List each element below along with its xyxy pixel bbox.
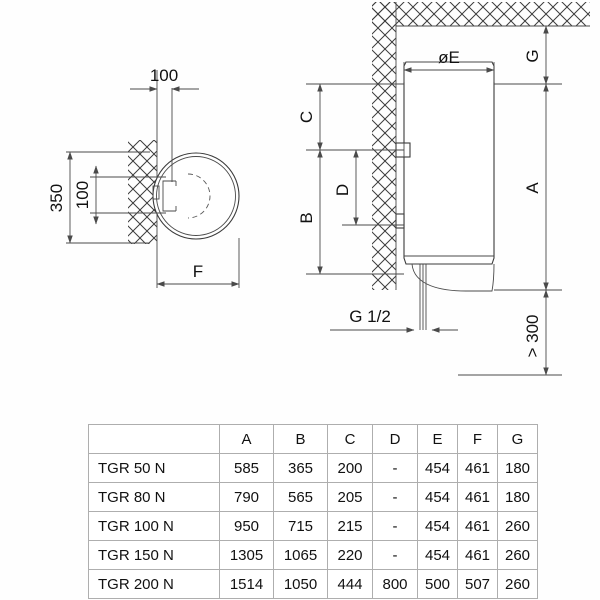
dim-D: D (333, 149, 404, 226)
dim-350: 350 (47, 151, 150, 244)
cell-C: 200 (327, 453, 373, 483)
cell-F: 461 (457, 482, 498, 512)
table-row: TGR 80 N 790 565 205 - 454 461 180 (88, 482, 538, 512)
dim-label-left-100: 100 (73, 181, 92, 209)
cell-F: 507 (457, 569, 498, 599)
cell-E: 454 (417, 511, 458, 541)
lower-wall-bracket (395, 213, 405, 229)
dim-clearance-300: > 300 (458, 289, 562, 376)
technical-drawing-canvas: 100 350 100 (47, 2, 590, 376)
dimension-table: A B C D E F G TGR 50 N 585 365 200 - 454 (88, 424, 538, 599)
cell-D: - (372, 482, 418, 512)
cell-A: 585 (219, 453, 274, 483)
table-header-D: D (372, 424, 418, 454)
dim-left-100: 100 (73, 165, 166, 225)
table-header-A: A (219, 424, 274, 454)
cell-G: 180 (497, 453, 538, 483)
cell-A: 1514 (219, 569, 274, 599)
dim-label-F: F (193, 262, 203, 281)
cell-D: - (372, 540, 418, 570)
table-header-G: G (497, 424, 538, 454)
cell-model: TGR 200 N (88, 569, 220, 599)
cell-model: TGR 50 N (88, 453, 220, 483)
dim-label-G-top: G (523, 49, 542, 62)
cell-D: 800 (372, 569, 418, 599)
dim-thread-G-half: G 1/2 (330, 307, 458, 333)
dim-label-A: A (523, 182, 542, 194)
dim-label-clearance: > 300 (523, 314, 542, 357)
cell-A: 790 (219, 482, 274, 512)
dim-label-350: 350 (47, 184, 66, 212)
cell-D: - (372, 511, 418, 541)
wall-hatch-side-view (372, 2, 397, 290)
dim-label-B: B (297, 212, 316, 223)
dim-label-D: D (333, 184, 352, 196)
dim-top-offset-100: 100 (130, 66, 199, 92)
top-view-group: 100 350 100 (47, 66, 240, 288)
table-header-model (88, 424, 220, 454)
bottom-cover (411, 263, 495, 292)
cell-E: 454 (417, 453, 458, 483)
cell-C: 205 (327, 482, 373, 512)
cell-G: 260 (497, 569, 538, 599)
dim-diameter-E: øE (403, 48, 495, 82)
cell-B: 1050 (273, 569, 328, 599)
table-row: TGR 100 N 950 715 215 - 454 461 260 (88, 511, 538, 541)
table-row: TGR 50 N 585 365 200 - 454 461 180 (88, 453, 538, 483)
cell-C: 215 (327, 511, 373, 541)
cell-C: 444 (327, 569, 373, 599)
side-view-group: øE G A > (297, 2, 590, 376)
dim-label-top-100: 100 (150, 66, 178, 85)
cell-B: 365 (273, 453, 328, 483)
dim-B: B (297, 149, 404, 275)
table-header-E: E (417, 424, 458, 454)
table-row: TGR 200 N 1514 1050 444 800 500 507 260 (88, 569, 538, 599)
wall-bracket-top-view (152, 180, 177, 212)
ceiling-hatch (372, 2, 590, 27)
cell-A: 1305 (219, 540, 274, 570)
cell-F: 461 (457, 540, 498, 570)
cell-E: 454 (417, 482, 458, 512)
cell-model: TGR 150 N (88, 540, 220, 570)
dimension-table-container: A B C D E F G TGR 50 N 585 365 200 - 454 (88, 424, 538, 599)
cell-B: 565 (273, 482, 328, 512)
cell-C: 220 (327, 540, 373, 570)
cell-G: 180 (497, 482, 538, 512)
cell-model: TGR 80 N (88, 482, 220, 512)
cell-D: - (372, 453, 418, 483)
dim-F: F (156, 262, 240, 287)
tank-cross-section (152, 152, 240, 240)
cell-B: 715 (273, 511, 328, 541)
table-row: TGR 150 N 1305 1065 220 - 454 461 260 (88, 540, 538, 570)
table-header-F: F (457, 424, 498, 454)
cell-E: 454 (417, 540, 458, 570)
dim-label-C: C (297, 111, 316, 123)
dim-G-top: G (494, 25, 562, 85)
dim-label-diameter-E: øE (438, 48, 460, 67)
table-header-B: B (273, 424, 328, 454)
cell-B: 1065 (273, 540, 328, 570)
wall-hatch-top-view (128, 140, 158, 244)
cell-G: 260 (497, 511, 538, 541)
cell-F: 461 (457, 511, 498, 541)
dim-A: A (494, 83, 562, 291)
water-heater-body (403, 61, 495, 265)
dim-label-thread: G 1/2 (349, 307, 391, 326)
cell-G: 260 (497, 540, 538, 570)
table-header-row: A B C D E F G (88, 424, 538, 454)
cell-model: TGR 100 N (88, 511, 220, 541)
cell-F: 461 (457, 453, 498, 483)
table-header-C: C (327, 424, 373, 454)
outlet-pipes (419, 264, 427, 330)
cell-E: 500 (417, 569, 458, 599)
cell-A: 950 (219, 511, 274, 541)
